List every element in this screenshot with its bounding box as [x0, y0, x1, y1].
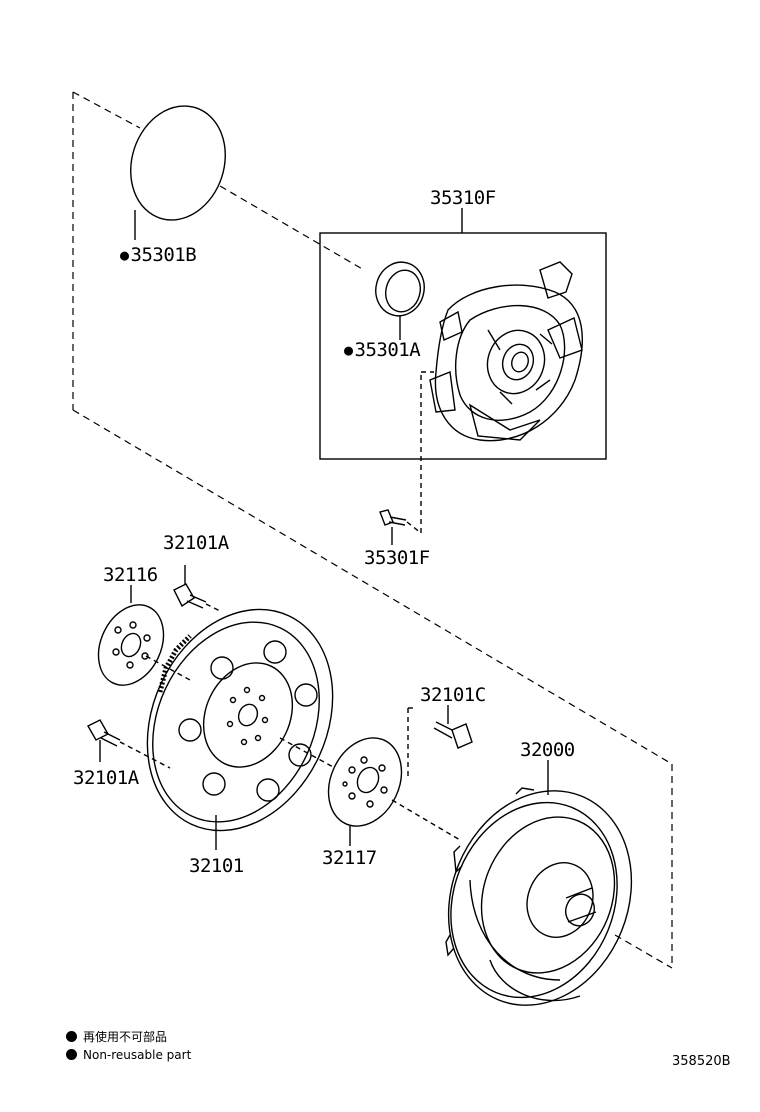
non-reusable-bullet-icon — [66, 1049, 77, 1060]
callout-32117: 32117 — [322, 847, 377, 869]
bolt-32101A-top — [173, 565, 223, 613]
spacer-plate-32116 — [97, 585, 191, 686]
drive-plate-32101 — [146, 608, 334, 850]
callout-32101C: 32101C — [420, 684, 486, 706]
spacer-plate-32117 — [279, 737, 461, 846]
callout-32101: 32101 — [189, 855, 244, 877]
assembly-boundary-dashed — [72, 91, 673, 969]
o-ring-35301B — [130, 105, 226, 240]
callout-35310F: 35310F — [430, 187, 496, 209]
legend-line-japanese: 再使用不可部品 — [66, 1029, 167, 1045]
bolt-32101C — [407, 705, 473, 780]
callout-32000: 32000 — [520, 739, 575, 761]
bolt-32101A-left — [87, 719, 171, 769]
pump-body — [429, 261, 584, 442]
callout-32101A-left: 32101A — [73, 767, 139, 789]
bolt-35301F — [379, 371, 434, 545]
legend-line-english: Non-reusable part — [66, 1047, 191, 1063]
legend-text-english: Non-reusable part — [83, 1048, 192, 1062]
callout-35301F: 35301F — [364, 547, 430, 569]
torque-converter-32000 — [445, 760, 633, 1006]
non-reusable-bullet-icon — [66, 1031, 77, 1042]
oil-seal-35301A — [375, 261, 425, 340]
oil-pump-assembly-35310F — [319, 208, 607, 460]
callout-35301A: 35301A — [344, 340, 421, 361]
legend-text-japanese: 再使用不可部品 — [83, 1030, 168, 1044]
figure-number: 358520B — [672, 1054, 731, 1069]
callout-32116: 32116 — [103, 564, 158, 586]
callout-32101A-top: 32101A — [163, 532, 229, 554]
callout-35301B: 35301B — [120, 245, 197, 266]
